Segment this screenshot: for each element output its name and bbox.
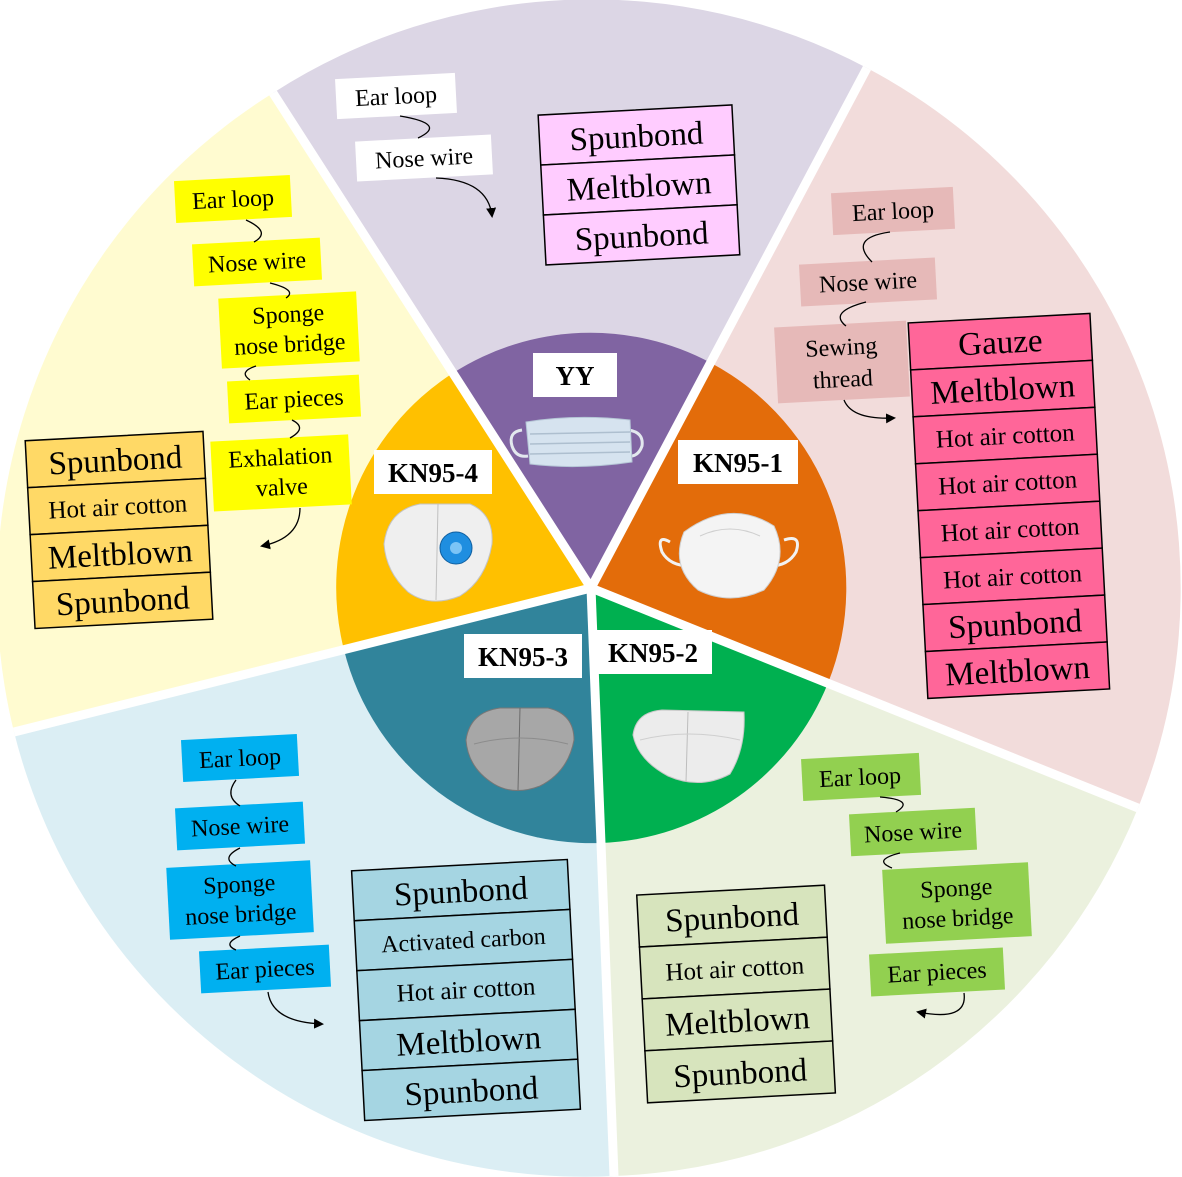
kn95-1-mask-icon [658,512,799,599]
svg-text:KN95-2: KN95-2 [608,638,698,668]
svg-text:valve: valve [255,474,308,503]
kn95-4-components: Ear loop Nose wire Sponge nose bridge Ea… [173,174,362,550]
svg-text:Spunbond: Spunbond [664,897,800,940]
sector-dividers [12,65,1140,1177]
svg-text:Nose wire: Nose wire [190,811,289,842]
svg-text:Nose wire: Nose wire [207,247,306,278]
svg-text:Ear loop: Ear loop [818,763,901,793]
svg-text:Ear pieces: Ear pieces [215,954,316,985]
center-label-kn95-3: KN95-3 [464,634,582,678]
svg-text:Spunbond: Spunbond [48,440,184,483]
svg-text:KN95-3: KN95-3 [478,642,568,672]
svg-text:Ear loop: Ear loop [198,744,281,774]
svg-text:nose bridge: nose bridge [185,899,298,931]
surgical-mask-icon [509,416,644,468]
svg-text:Gauze: Gauze [957,323,1043,363]
kn95-3-layer-stack: Spunbond Activated carbon Hot air cotton… [350,858,582,1122]
center-label-kn95-4: KN95-4 [374,450,492,494]
svg-text:Meltblown: Meltblown [566,165,713,209]
center-label-yy: YY [533,353,617,397]
svg-text:Nose wire: Nose wire [818,267,917,298]
svg-text:Meltblown: Meltblown [395,1020,542,1064]
yy-layer-stack: Spunbond Meltblown Spunbond [537,104,741,266]
svg-text:Ear loop: Ear loop [354,82,437,112]
svg-text:Sponge: Sponge [203,870,276,900]
svg-text:Meltblown: Meltblown [930,368,1077,412]
svg-text:nose bridge: nose bridge [234,329,347,361]
svg-text:Ear loop: Ear loop [851,197,934,227]
center-label-kn95-2: KN95-2 [594,630,712,674]
svg-text:Ear pieces: Ear pieces [887,957,988,988]
svg-text:KN95-1: KN95-1 [693,448,783,478]
kn95-4-layer-stack: Spunbond Hot air cotton Meltblown Spunbo… [24,430,214,630]
svg-text:Nose wire: Nose wire [863,817,962,848]
center-label-kn95-1: KN95-1 [678,440,798,484]
svg-text:Spunbond: Spunbond [574,215,710,258]
svg-text:YY: YY [556,361,595,391]
kn95-4-mask-icon [383,503,493,602]
svg-text:thread: thread [812,365,873,394]
yy-connector [399,115,431,139]
svg-text:Ear loop: Ear loop [191,185,274,215]
kn95-2-mask-icon [632,709,745,784]
svg-text:Spunbond: Spunbond [947,603,1083,646]
svg-text:Spunbond: Spunbond [569,116,705,159]
kn95-2-layer-stack: Spunbond Hot air cotton Meltblown Spunbo… [635,884,837,1104]
yy-component-nose-wire: Nose wire [355,134,493,182]
yy-arrow [435,177,497,218]
svg-text:Meltblown: Meltblown [944,650,1091,694]
yy-component-ear-loop: Ear loop [335,72,457,120]
kn95-3-mask-icon [465,707,575,791]
svg-text:KN95-4: KN95-4 [388,458,478,488]
svg-text:Spunbond: Spunbond [55,580,191,623]
kn95-3-components: Ear loop Nose wire Sponge nose bridge Ea… [166,733,332,1029]
kn95-2-components: Ear loop Nose wire Sponge nose bridge Ea… [801,752,1032,1019]
kn95-1-components: Ear loop Nose wire Sewing thread [774,186,956,424]
svg-text:Spunbond: Spunbond [393,871,529,914]
svg-text:Sewing: Sewing [805,333,878,363]
svg-text:nose bridge: nose bridge [902,903,1015,935]
svg-text:Spunbond: Spunbond [404,1070,540,1113]
svg-text:Nose wire: Nose wire [374,143,473,174]
kn95-1-layer-stack: Gauze Meltblown Hot air cotton Hot air c… [907,312,1111,700]
svg-text:Ear pieces: Ear pieces [244,384,345,415]
svg-text:Sponge: Sponge [252,300,325,330]
svg-text:Meltblown: Meltblown [47,533,194,577]
svg-text:Spunbond: Spunbond [672,1052,808,1095]
yy-components: Ear loop Nose wire [335,72,497,218]
svg-text:Exhalation: Exhalation [228,442,333,473]
svg-text:Sponge: Sponge [920,874,993,904]
svg-text:Meltblown: Meltblown [664,1000,811,1044]
